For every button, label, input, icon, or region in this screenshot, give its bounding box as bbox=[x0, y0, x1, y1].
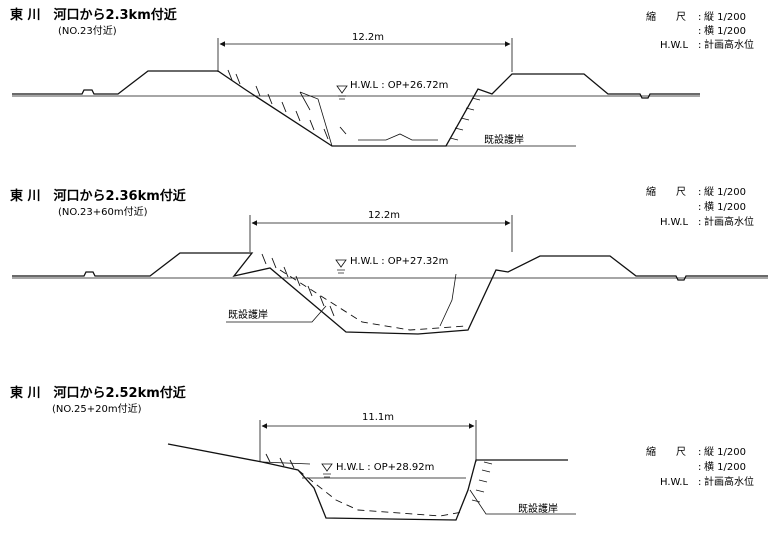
section-3-width-dimension: 11.1m bbox=[259, 412, 477, 462]
scale-colon: : bbox=[698, 462, 701, 473]
hwl-description: 計画高水位 bbox=[704, 475, 754, 488]
section-3: 東 川 河口から2.52km付近 (NO.25+20m付近) 縮 尺 : 縦 1… bbox=[10, 385, 754, 521]
scale-horizontal: 横 1/200 bbox=[704, 24, 746, 37]
hwl-label: H.W.L : OP+28.92m bbox=[336, 462, 434, 473]
scale-label: 縮 尺 bbox=[646, 10, 686, 23]
scale-colon: : bbox=[698, 217, 701, 228]
width-label: 12.2m bbox=[368, 210, 400, 221]
hwl-label: H.W.L : OP+26.72m bbox=[350, 80, 448, 91]
section-2-scale-legend: 縮 尺 : 縦 1/200 : 横 1/200 H.W.L : 計画高水位 bbox=[646, 185, 754, 228]
section-2-hwl-marker: H.W.L : OP+27.32m bbox=[335, 256, 448, 274]
hwl-description: 計画高水位 bbox=[704, 38, 754, 51]
section-2-subtitle: (NO.23+60m付近) bbox=[58, 205, 148, 218]
section-1-title: 東 川 河口から2.3km付近 bbox=[10, 7, 177, 23]
section-3-hwl-marker: H.W.L : OP+28.92m bbox=[321, 462, 434, 478]
section-2-title: 東 川 河口から2.36km付近 bbox=[10, 188, 186, 204]
hwl-description: 計画高水位 bbox=[704, 215, 754, 228]
scale-colon: : bbox=[698, 187, 701, 198]
hwl-key: H.W.L bbox=[660, 217, 688, 228]
section-2-slope-hatching bbox=[261, 253, 335, 317]
revetment-label: 既設護岸 bbox=[518, 502, 558, 515]
scale-horizontal: 横 1/200 bbox=[704, 200, 746, 213]
section-1-scale-legend: 縮 尺 : 縦 1/200 : 横 1/200 H.W.L : 計画高水位 bbox=[646, 10, 754, 51]
section-2-width-dimension: 12.2m bbox=[249, 210, 513, 252]
section-3-ground-profile bbox=[167, 443, 568, 521]
section-1-existing-channel bbox=[299, 91, 438, 147]
revetment-label: 既設護岸 bbox=[484, 133, 524, 146]
width-label: 11.1m bbox=[362, 412, 394, 423]
section-3-subtitle: (NO.25+20m付近) bbox=[52, 402, 142, 415]
revetment-label: 既設護岸 bbox=[228, 308, 268, 321]
scale-colon: : bbox=[698, 40, 701, 51]
scale-colon: : bbox=[698, 202, 701, 213]
hwl-label: H.W.L : OP+27.32m bbox=[350, 256, 448, 267]
section-3-planned-section bbox=[297, 469, 463, 517]
section-3-scale-legend: 縮 尺 : 縦 1/200 : 横 1/200 H.W.L : 計画高水位 bbox=[646, 445, 754, 488]
section-3-revetment-leader bbox=[469, 489, 576, 515]
section-3-title: 東 川 河口から2.52km付近 bbox=[10, 385, 186, 401]
scale-colon: : bbox=[698, 477, 701, 488]
section-2: 東 川 河口から2.36km付近 (NO.23+60m付近) 縮 尺 : 縦 1… bbox=[10, 185, 768, 335]
section-1-slope-hatching bbox=[227, 69, 481, 141]
hwl-key: H.W.L bbox=[660, 40, 688, 51]
section-1-hwl-marker: H.W.L : OP+26.72m bbox=[336, 80, 448, 100]
scale-vertical: 縦 1/200 bbox=[704, 445, 746, 458]
scale-vertical: 縦 1/200 bbox=[704, 185, 746, 198]
section-1-width-dimension: 12.2m bbox=[217, 32, 513, 72]
section-2-planned-section bbox=[279, 269, 467, 331]
scale-colon: : bbox=[698, 447, 701, 458]
section-3-slope-hatching bbox=[265, 453, 493, 503]
scale-horizontal: 横 1/200 bbox=[704, 460, 746, 473]
section-1-subtitle: (NO.23付近) bbox=[58, 24, 117, 37]
scale-vertical: 縦 1/200 bbox=[704, 10, 746, 23]
width-label: 12.2m bbox=[352, 32, 384, 43]
scale-label: 縮 尺 bbox=[646, 185, 686, 198]
section-1: 東 川 河口から2.3km付近 (NO.23付近) 縮 尺 : 縦 1/200 … bbox=[10, 7, 754, 147]
section-2-existing-channel bbox=[439, 273, 457, 327]
hwl-key: H.W.L bbox=[660, 477, 688, 488]
scale-colon: : bbox=[698, 26, 701, 37]
scale-colon: : bbox=[698, 12, 701, 23]
scale-label: 縮 尺 bbox=[646, 445, 686, 458]
section-2-revetment-leader bbox=[226, 305, 327, 323]
section-3-existing-channel bbox=[261, 461, 466, 479]
section-2-ground-profile bbox=[12, 252, 768, 335]
